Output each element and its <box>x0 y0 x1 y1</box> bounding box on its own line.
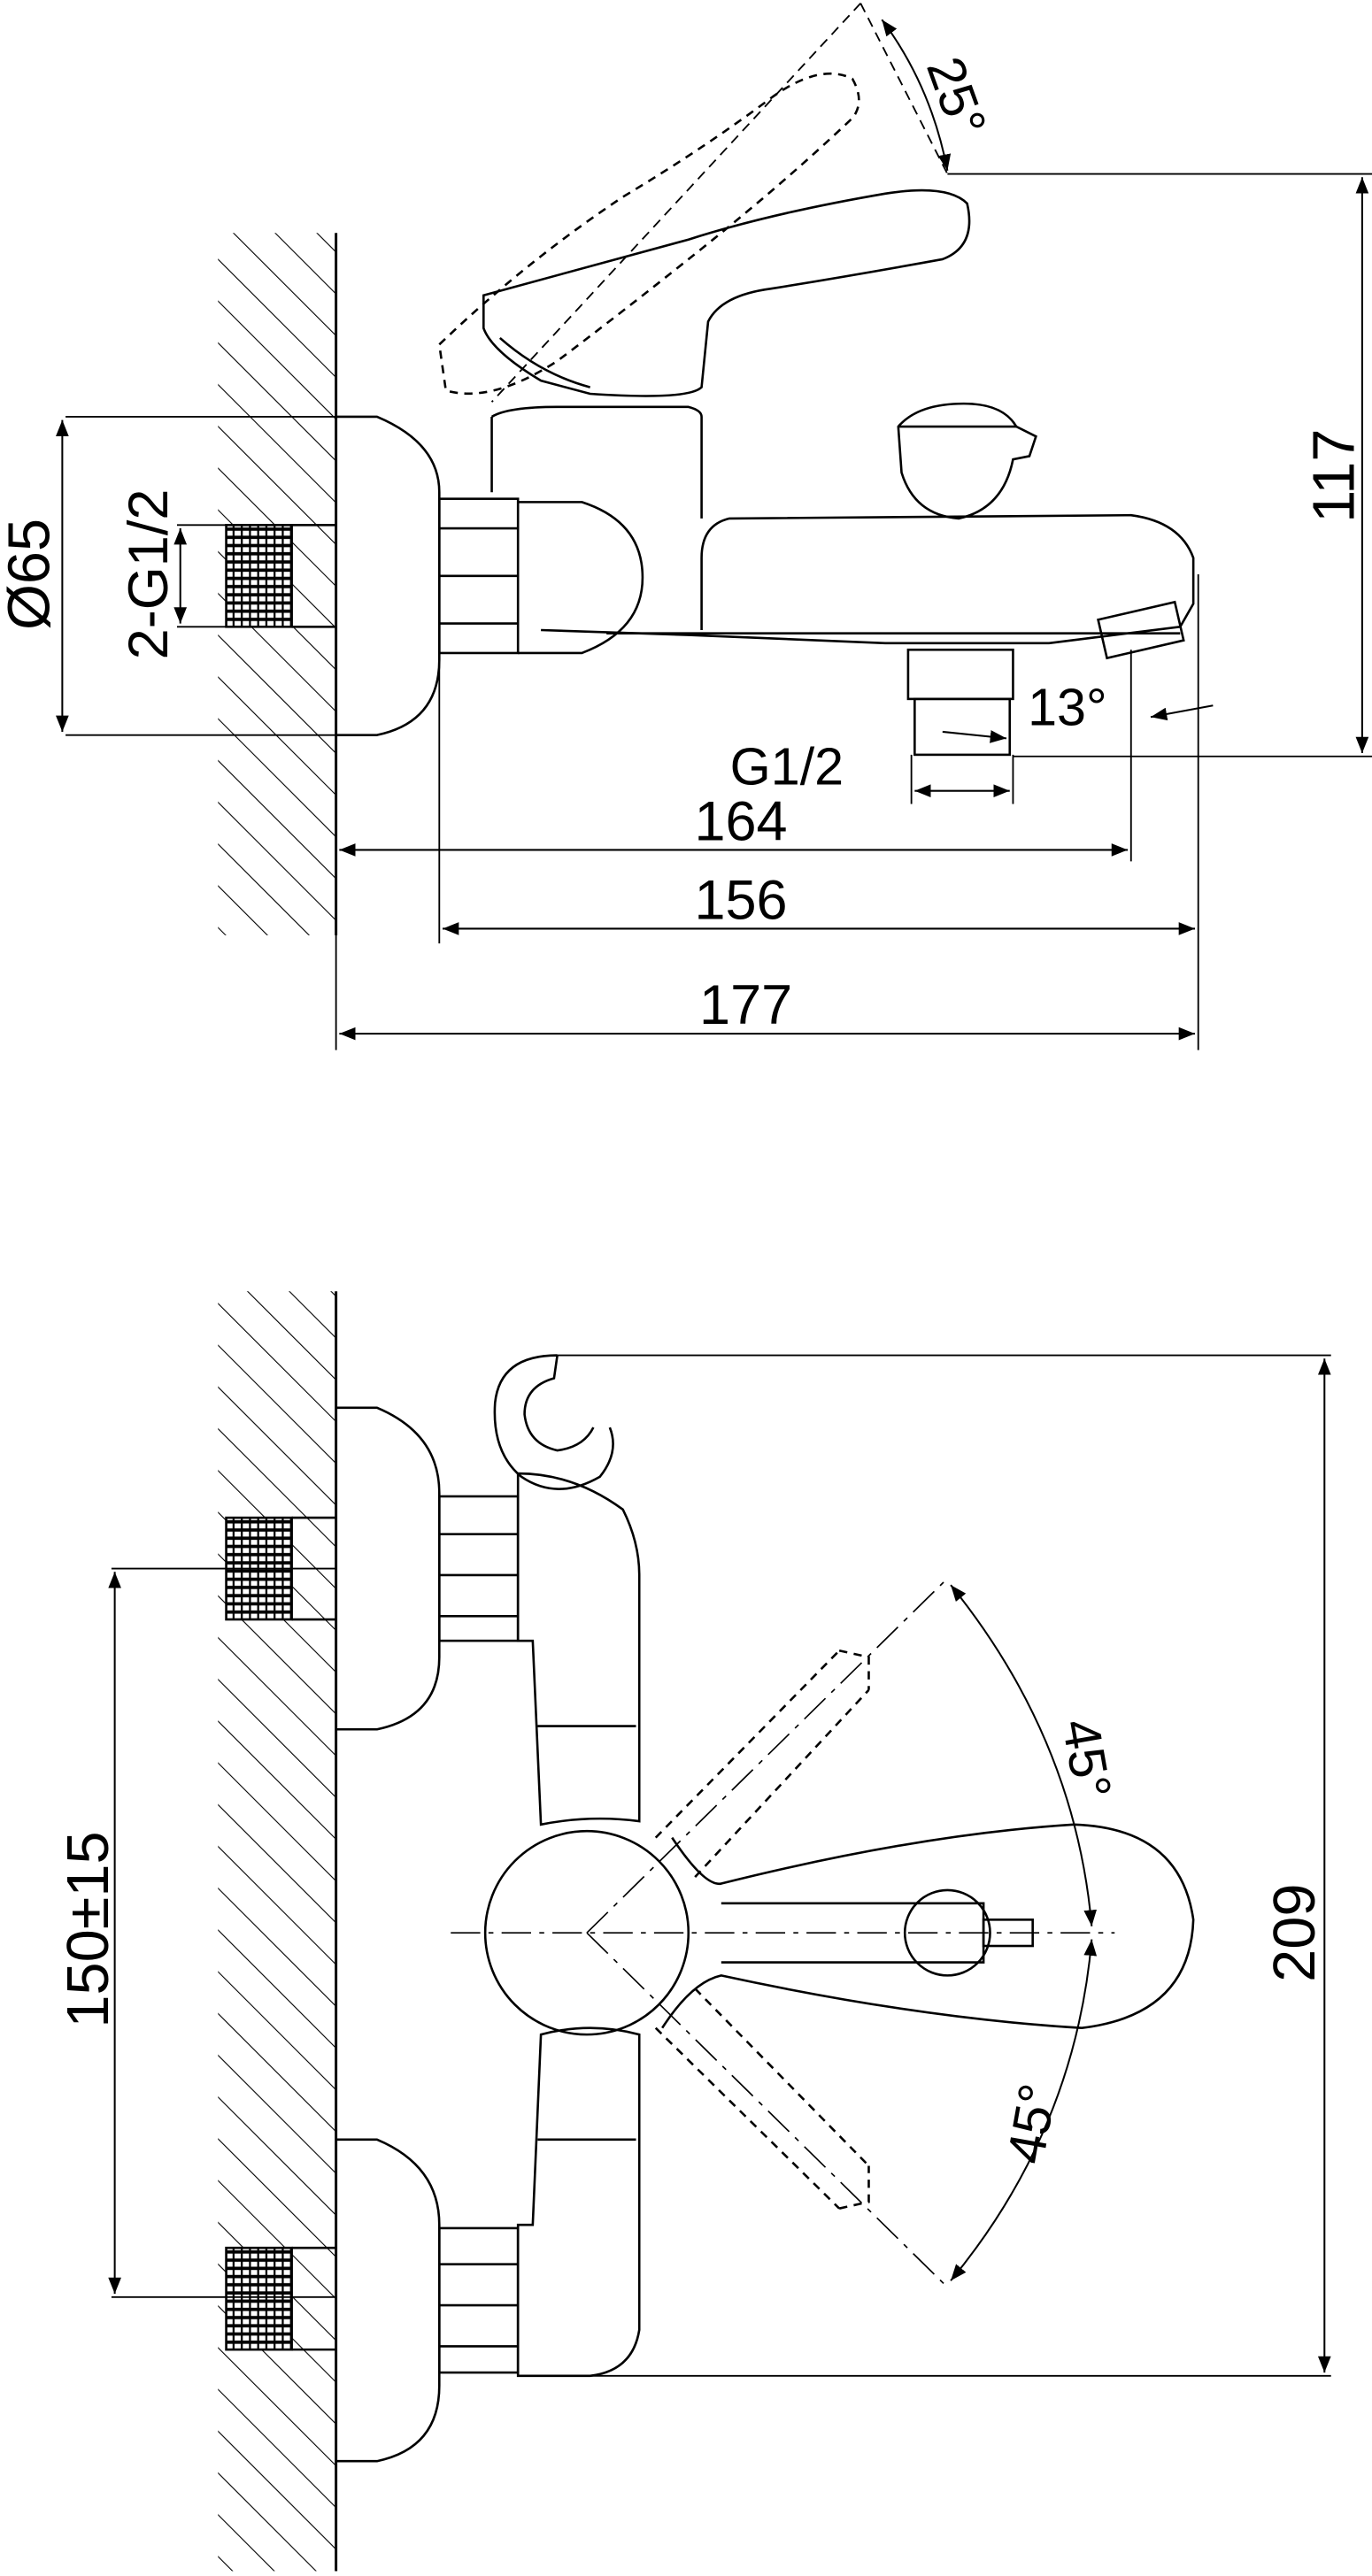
spout-body <box>541 513 1195 645</box>
outlet-nut <box>906 648 1014 701</box>
upper-flange <box>335 1406 441 1731</box>
lever <box>482 188 971 397</box>
extension-lines <box>66 3 1372 1050</box>
center-lines <box>451 1578 1115 2288</box>
handle <box>661 1823 1195 2030</box>
flange <box>335 415 441 736</box>
lower-inlet-thread <box>225 2246 293 2351</box>
inlet-thread <box>225 524 293 628</box>
label-angle-lever: 25° <box>915 50 998 144</box>
label-angle-up: 45° <box>1051 1714 1123 1803</box>
wall-hatch-front <box>218 1291 336 2572</box>
dim-angle-45-down <box>950 1939 1098 2281</box>
aerator <box>1097 600 1185 660</box>
shower-hook <box>493 1354 614 1490</box>
label-inlet-thread: 2-G1/2 <box>118 489 180 660</box>
label-length-spout: 164 <box>695 790 788 852</box>
cartridge-cap <box>483 1829 690 2036</box>
front-dimension-lines <box>108 1358 1331 2373</box>
lower-hex-nut <box>438 2226 520 2374</box>
front-extension-lines <box>111 1354 1331 2377</box>
handle-rotated-dashed <box>654 1649 870 2210</box>
label-diameter: Ø65 <box>0 519 63 630</box>
label-angle-down: 45° <box>996 2080 1068 2168</box>
label-height: 117 <box>1302 429 1368 523</box>
label-outlet-thread: G1/2 <box>730 736 844 796</box>
lever-tilted-dashed <box>437 73 860 396</box>
dim-angle-25 <box>881 19 952 172</box>
cartridge-column <box>490 405 703 519</box>
label-front-height: 209 <box>1262 1884 1328 1982</box>
front-view: 45° 45° 150±15 209 <box>56 1291 1331 2572</box>
label-angle-spout: 13° <box>1028 677 1107 736</box>
upper-hex-nut <box>438 1495 520 1642</box>
eccentric <box>518 501 644 655</box>
label-length-total: 177 <box>699 974 792 1036</box>
dimension-lines <box>56 19 1369 1041</box>
label-center-distance: 150±15 <box>56 1831 121 2027</box>
dim-angle-45-up <box>950 1584 1098 1926</box>
outlet-thread <box>913 697 1012 757</box>
side-view: 25° 117 Ø65 2-G1/2 13° G1/2 164 156 177 <box>0 3 1372 1050</box>
handle-knob <box>903 1888 991 1977</box>
label-length-body: 156 <box>695 869 788 931</box>
vertical-body <box>516 1472 641 1826</box>
diverter-knob <box>897 402 1037 520</box>
lower-flange <box>335 2138 441 2463</box>
